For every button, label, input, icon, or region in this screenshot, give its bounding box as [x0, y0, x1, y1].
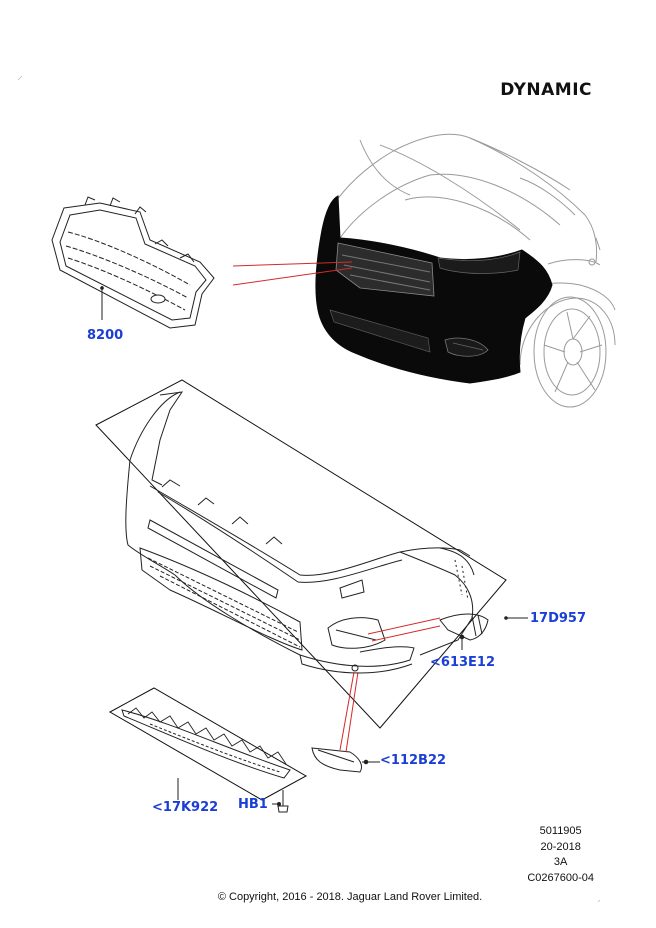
bumper-cover-pointer — [504, 616, 528, 620]
variant-title: DYNAMIC — [500, 80, 592, 100]
fog-bezel-leader-lines — [367, 617, 441, 642]
callout-grille[interactable]: 8200 — [87, 328, 124, 343]
grille-part — [51, 196, 215, 329]
callout-tow-cover[interactable]: <112B22 — [380, 753, 447, 768]
skid-plate-part — [121, 707, 291, 813]
corner-mark — [17, 75, 601, 903]
reference-line-4: C0267600-04 — [527, 871, 594, 884]
copyright-notice: © Copyright, 2016 - 2018. Jaguar Land Ro… — [217, 891, 483, 903]
tow-cover-part — [311, 747, 380, 773]
skid-plate-frame — [108, 687, 308, 801]
callout-fog-bezel[interactable]: <613E12 — [430, 655, 495, 670]
grille-leader-lines — [232, 261, 353, 286]
callout-skid-plate[interactable]: <17K922 — [152, 800, 219, 815]
grille-callout-pointer — [100, 286, 104, 320]
reference-line-3: 3A — [553, 856, 568, 868]
tow-cover-leader-lines — [339, 671, 359, 753]
bumper-cover-part — [125, 391, 475, 674]
vehicle-bumper-highlight — [315, 195, 553, 384]
callout-bumper-cover[interactable]: 17D957 — [530, 611, 587, 626]
vehicle-front-illustration — [321, 133, 616, 408]
reference-block: 5011905 20-2018 3A C0267600-04 — [527, 824, 594, 886]
bumper-assembly-frame — [95, 379, 507, 729]
fog-bezel-part — [439, 613, 489, 650]
reference-line-2: 20-2018 — [540, 840, 581, 853]
reference-line-1: 5011905 — [539, 825, 582, 837]
callout-fastener[interactable]: HB1 — [238, 797, 268, 812]
